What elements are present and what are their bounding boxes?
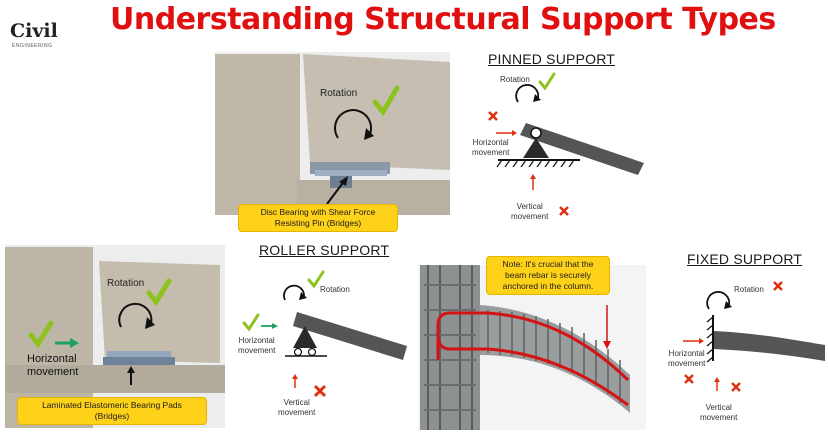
check-icon bbox=[538, 72, 556, 91]
logo-subtitle: ENGINEERING bbox=[12, 43, 53, 49]
photo-bottom-caption: Laminated Elastomeric Bearing Pads (Brid… bbox=[17, 397, 207, 425]
fixed-beam bbox=[714, 331, 825, 361]
cross-icon bbox=[684, 374, 694, 384]
pinned-support-title: PINNED SUPPORT bbox=[488, 51, 616, 67]
check-icon bbox=[28, 320, 54, 349]
fixed-support-diagram bbox=[683, 281, 825, 392]
rotation-arrow bbox=[118, 302, 153, 328]
rotation-arrow bbox=[334, 109, 372, 139]
wall-hatch bbox=[706, 316, 714, 363]
roller-rotation-label: Rotation bbox=[320, 285, 350, 294]
check-icon bbox=[372, 85, 400, 117]
cross-icon bbox=[559, 206, 569, 216]
cross-icon bbox=[773, 281, 783, 291]
roller-triangle bbox=[293, 326, 317, 348]
ground-hatch bbox=[496, 159, 575, 168]
pinned-rotation-label: Rotation bbox=[500, 75, 530, 84]
fixed-vertical-label: Vertical movement bbox=[700, 403, 738, 422]
photo-top-rotation-label: Rotation bbox=[320, 88, 358, 99]
pin-triangle bbox=[523, 138, 549, 158]
disc-bearing-photo bbox=[215, 52, 450, 215]
page-title: Understanding Structural Support Types bbox=[110, 2, 776, 37]
rotation-arrow-icon bbox=[706, 291, 731, 310]
photo-bottom-horizontal-label: Horizontal movement bbox=[27, 353, 79, 378]
pinned-horizontal-label: Horizontal movement bbox=[472, 138, 510, 157]
rotation-arrow-icon bbox=[515, 84, 540, 103]
logo: Civil bbox=[10, 20, 58, 42]
beam bbox=[480, 305, 630, 413]
cross-icon bbox=[488, 111, 498, 121]
fixed-rotation-label: Rotation bbox=[734, 285, 764, 294]
photo-bottom-rotation-label: Rotation bbox=[107, 278, 145, 289]
check-icon bbox=[307, 270, 325, 289]
pinned-support-diagram bbox=[488, 72, 644, 216]
fixed-support-title: FIXED SUPPORT bbox=[687, 251, 803, 267]
beam-rebar bbox=[436, 311, 630, 382]
roller-vertical-label: Vertical movement bbox=[278, 398, 316, 417]
roller-support-title: ROLLER SUPPORT bbox=[259, 242, 390, 258]
cross-icon bbox=[731, 382, 741, 392]
photo-top-caption: Disc Bearing with Shear Force Resisting … bbox=[238, 204, 398, 232]
fixed-horizontal-label: Horizontal movement bbox=[668, 349, 706, 368]
check-icon bbox=[146, 278, 172, 307]
pin-circle bbox=[530, 127, 542, 139]
check-icon bbox=[242, 313, 260, 332]
rotation-arrow-icon bbox=[283, 284, 305, 301]
roller-support-diagram bbox=[242, 270, 407, 398]
cross-icon bbox=[313, 384, 327, 398]
roller-horizontal-label: Horizontal movement bbox=[238, 336, 276, 355]
rebar-note: Note: It's crucial that the beam rebar i… bbox=[486, 256, 610, 295]
pinned-vertical-label: Vertical movement bbox=[511, 202, 549, 221]
